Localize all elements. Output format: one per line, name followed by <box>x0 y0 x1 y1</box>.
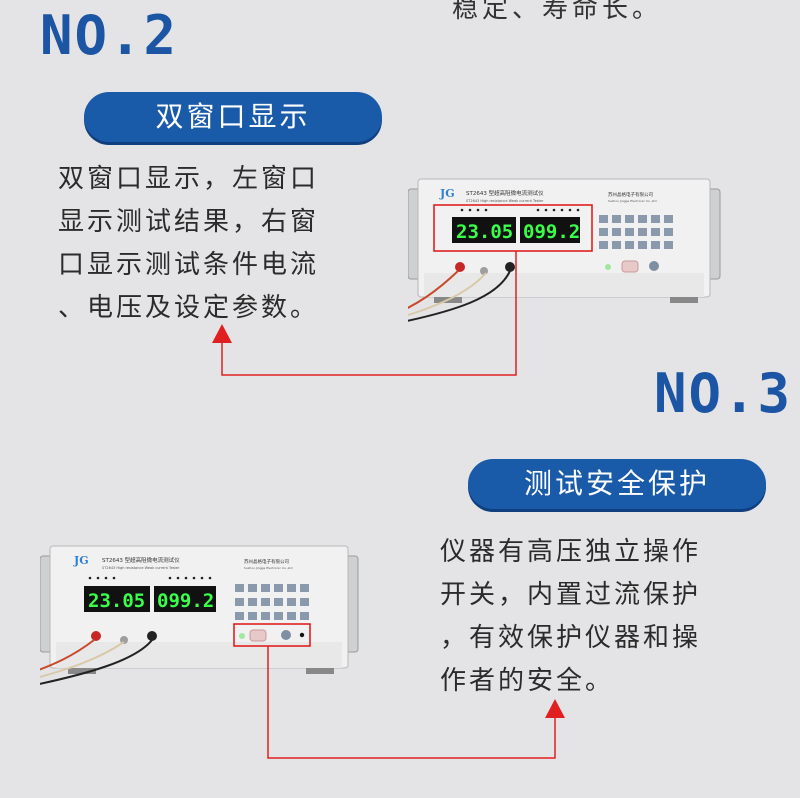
display-right: 099.2 <box>157 590 214 612</box>
device-model-en: ST2643 High resistance Weak current Test… <box>102 566 180 570</box>
tester-device-photo-2: JG ST2643 型超高阻微电流测试仪 ST2643 High resista… <box>40 542 370 692</box>
top-cutoff-text: 稳定、寿命长。 <box>452 0 663 24</box>
section3-title-pill: 测试安全保护 <box>468 459 766 509</box>
device-logo: JG <box>439 187 455 200</box>
section3-line: 作者的安全。 <box>440 666 615 696</box>
section3-line: ，有效保护仪器和操 <box>440 623 702 653</box>
display-right: 099.2 <box>523 221 580 243</box>
section3-line: 开关，内置过流保护 <box>440 580 702 610</box>
device-model: ST2643 型超高阻微电流测试仪 <box>466 189 544 197</box>
section2-description: 双窗口显示，左窗口 显示测试结果，右窗 口显示测试条件电流 、电压及设定参数。 <box>58 158 319 330</box>
section2-number: NO.2 <box>40 4 179 67</box>
connector-line-controls <box>267 646 556 759</box>
section3-title: 测试安全保护 <box>523 467 710 500</box>
section2-line: 显示测试结果，右窗 <box>58 207 320 237</box>
display-left: 23.05 <box>456 221 513 243</box>
device-model: ST2643 型超高阻微电流测试仪 <box>102 556 180 564</box>
section3-line: 仪器有高压独立操作 <box>440 537 702 567</box>
device-company-en: Suzhou Jingge Electronic Co.,Ltd <box>244 566 293 570</box>
device-model-en: ST2643 High resistance Weak current Test… <box>466 199 544 203</box>
device-logo: JG <box>73 554 89 567</box>
device-company-en: Suzhou Jingge Electronic Co.,Ltd <box>608 199 657 203</box>
section3-description: 仪器有高压独立操作 开关，内置过流保护 ，有效保护仪器和操 作者的安全。 <box>440 531 701 703</box>
arrow-up-icon <box>545 699 565 718</box>
section2-line: 双窗口显示，左窗口 <box>58 164 320 194</box>
section2-title-pill: 双窗口显示 <box>84 92 382 142</box>
device-company: 苏州晶格电子有限公司 <box>608 191 653 198</box>
section2-title: 双窗口显示 <box>155 100 311 133</box>
device-company: 苏州晶格电子有限公司 <box>244 558 289 565</box>
section2-line: 、电压及设定参数。 <box>58 293 320 323</box>
display-left: 23.05 <box>88 590 145 612</box>
connector-line-display <box>221 251 517 376</box>
section3-number: NO.3 <box>654 362 793 425</box>
section2-line: 口显示测试条件电流 <box>58 250 320 280</box>
arrow-up-icon <box>212 324 232 343</box>
tester-device-photo-1: JG ST2643 型超高阻微电流测试仪 ST2643 High resista… <box>408 175 728 325</box>
